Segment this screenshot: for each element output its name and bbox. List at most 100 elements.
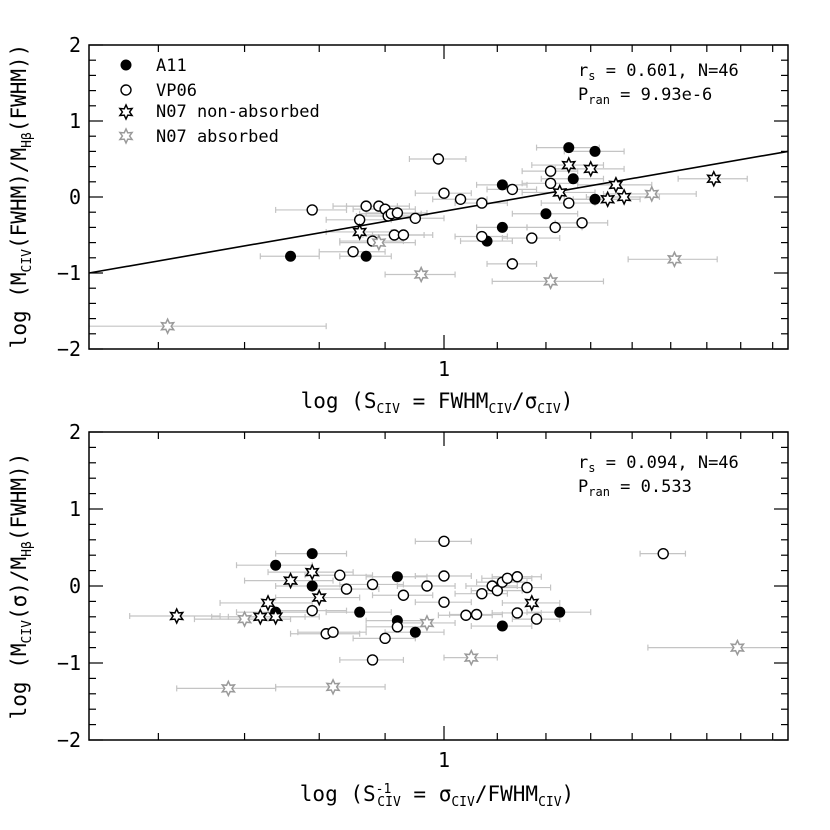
data-point-n07-non-absorbed [311, 588, 327, 607]
bottom-points [169, 535, 746, 698]
top-y-tick-label-1: 1 [69, 109, 81, 133]
bottom-y-tick-label-m2: −2 [57, 728, 81, 752]
data-point-a11 [554, 606, 566, 618]
data-point-vp06 [530, 613, 543, 625]
data-point-n07-non-absorbed [260, 594, 276, 612]
data-point-vp06 [657, 547, 669, 560]
data-point-n07-non-absorbed [583, 160, 599, 178]
data-point-n07-absorbed [413, 265, 429, 284]
data-point-a11 [567, 173, 579, 185]
data-point-n07-absorbed [463, 648, 479, 667]
data-point-vp06 [421, 580, 433, 592]
top-ticks [89, 44, 788, 350]
top-fit-line [88, 150, 789, 274]
data-point-a11 [589, 193, 601, 205]
data-point-vp06 [544, 177, 557, 190]
data-point-vp06 [521, 581, 533, 594]
data-point-n07-non-absorbed [616, 188, 632, 206]
data-point-n07-non-absorbed [268, 608, 284, 626]
data-point-vp06 [306, 204, 318, 216]
data-point-n07-absorbed [160, 317, 176, 335]
data-point-a11 [270, 559, 282, 571]
data-point-vp06 [544, 165, 557, 177]
data-point-n07-non-absorbed [600, 190, 616, 209]
data-point-n07-absorbed [644, 185, 660, 203]
legend-vp06-label: VP06 [156, 81, 197, 101]
legend-n07-abs-marker [118, 127, 134, 145]
bottom-y-tick-label-1: 1 [69, 497, 81, 521]
data-point-n07-absorbed [325, 678, 341, 696]
data-point-n07-non-absorbed [352, 223, 368, 241]
top-y-tick-label-0: 0 [69, 185, 81, 209]
top-x-axis-label: log (SCIV = FWHMCIV/σCIV) [301, 389, 574, 417]
data-point-n07-absorbed [419, 614, 435, 632]
data-point-vp06 [397, 229, 410, 241]
data-point-a11 [306, 548, 318, 560]
data-point-n07-absorbed [220, 679, 236, 698]
data-point-vp06 [438, 535, 450, 548]
data-point-a11 [354, 606, 366, 618]
data-point-n07-absorbed [666, 250, 683, 269]
data-point-vp06 [506, 258, 519, 270]
legend-marker-icon [120, 59, 132, 71]
data-point-n07-non-absorbed [552, 183, 568, 202]
legend-n07-nonabs-label: N07 non-absorbed [156, 102, 320, 122]
top-y-axis-label: log (MCIV(FWHM)/MHβ(FWHM)) [7, 44, 35, 349]
data-point-vp06 [391, 207, 404, 219]
top-panel: 1 2 1 0 −1 −2 log (SCIV = FWHMCIV/σCIV) … [7, 33, 789, 417]
data-point-vp06 [347, 246, 359, 258]
data-point-vp06 [511, 607, 523, 619]
data-point-vp06 [563, 197, 575, 209]
legend-a11-label: A11 [156, 56, 187, 76]
data-point-vp06 [476, 197, 488, 209]
bottom-errorbars [129, 538, 789, 692]
data-point-n07-absorbed [371, 233, 387, 252]
data-point-vp06 [327, 626, 339, 638]
data-point-vp06 [576, 217, 588, 229]
data-point-vp06 [379, 632, 391, 645]
data-point-a11 [540, 208, 552, 220]
data-point-vp06 [366, 654, 379, 666]
top-x-tick-label: 1 [438, 357, 450, 381]
bottom-y-tick-label-m1: −1 [57, 651, 81, 675]
bottom-ticks [89, 431, 788, 741]
data-point-vp06 [438, 596, 450, 608]
legend-marker-icon [118, 127, 134, 145]
data-point-vp06 [476, 230, 488, 243]
data-point-vp06 [360, 200, 372, 212]
bottom-y-axis-label: log (MCIV(σ)/MHβ(FWHM)) [7, 453, 35, 720]
legend-vp06-marker [120, 84, 132, 96]
data-point-a11 [285, 250, 297, 262]
data-point-vp06 [397, 589, 410, 601]
data-point-n07-non-absorbed [561, 156, 577, 174]
data-point-a11 [391, 571, 403, 583]
data-point-n07-non-absorbed [282, 571, 299, 590]
legend-marker-icon [118, 103, 134, 121]
top-y-tick-label-m1: −1 [57, 261, 81, 285]
bottom-probability-annotation: Pran = 0.533 [578, 477, 692, 499]
data-point-a11 [563, 142, 575, 154]
data-point-vp06 [334, 569, 346, 581]
data-point-a11 [306, 580, 318, 592]
legend-a11-marker [120, 59, 132, 71]
data-point-n07-non-absorbed [252, 608, 268, 626]
data-point-vp06 [526, 232, 538, 244]
data-point-n07-absorbed [236, 610, 253, 628]
data-point-n07-non-absorbed [169, 607, 185, 625]
data-point-vp06 [438, 570, 450, 582]
data-point-a11 [496, 221, 508, 233]
data-point-vp06 [491, 584, 504, 597]
bottom-y-tick-label-2: 2 [69, 420, 81, 444]
data-point-vp06 [460, 609, 472, 621]
data-point-n07-non-absorbed [706, 169, 722, 188]
data-point-vp06 [506, 183, 519, 196]
data-point-n07-non-absorbed [524, 594, 540, 612]
data-point-vp06 [511, 571, 523, 583]
data-point-n07-non-absorbed [608, 176, 624, 194]
data-point-vp06 [306, 604, 318, 617]
bottom-correlation-annotation: rs = 0.094, N=46 [578, 453, 739, 475]
data-point-n07-absorbed [542, 272, 559, 291]
